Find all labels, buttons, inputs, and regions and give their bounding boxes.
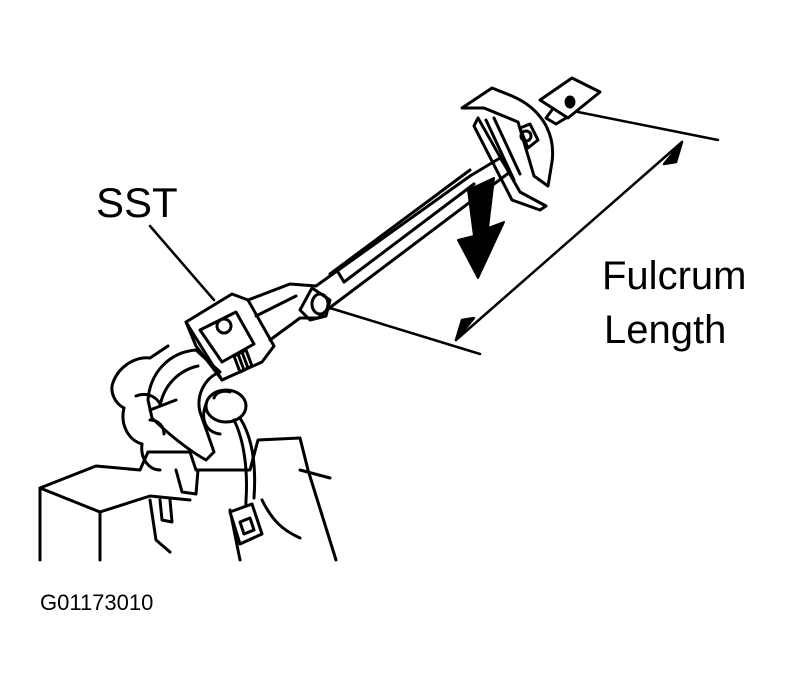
fulcrum-length-label-line2: Length bbox=[604, 308, 727, 352]
figure-code: G01173010 bbox=[40, 590, 154, 615]
fulcrum-dimension bbox=[328, 110, 720, 356]
engine-housing bbox=[38, 344, 338, 562]
fulcrum-length-label-line1: Fulcrum bbox=[602, 254, 747, 298]
wrench-handle bbox=[246, 76, 602, 342]
sst-label: SST bbox=[96, 179, 178, 226]
sst-leader-line bbox=[148, 224, 216, 302]
sst-tool bbox=[146, 292, 276, 546]
arrow-down-icon bbox=[457, 177, 505, 279]
